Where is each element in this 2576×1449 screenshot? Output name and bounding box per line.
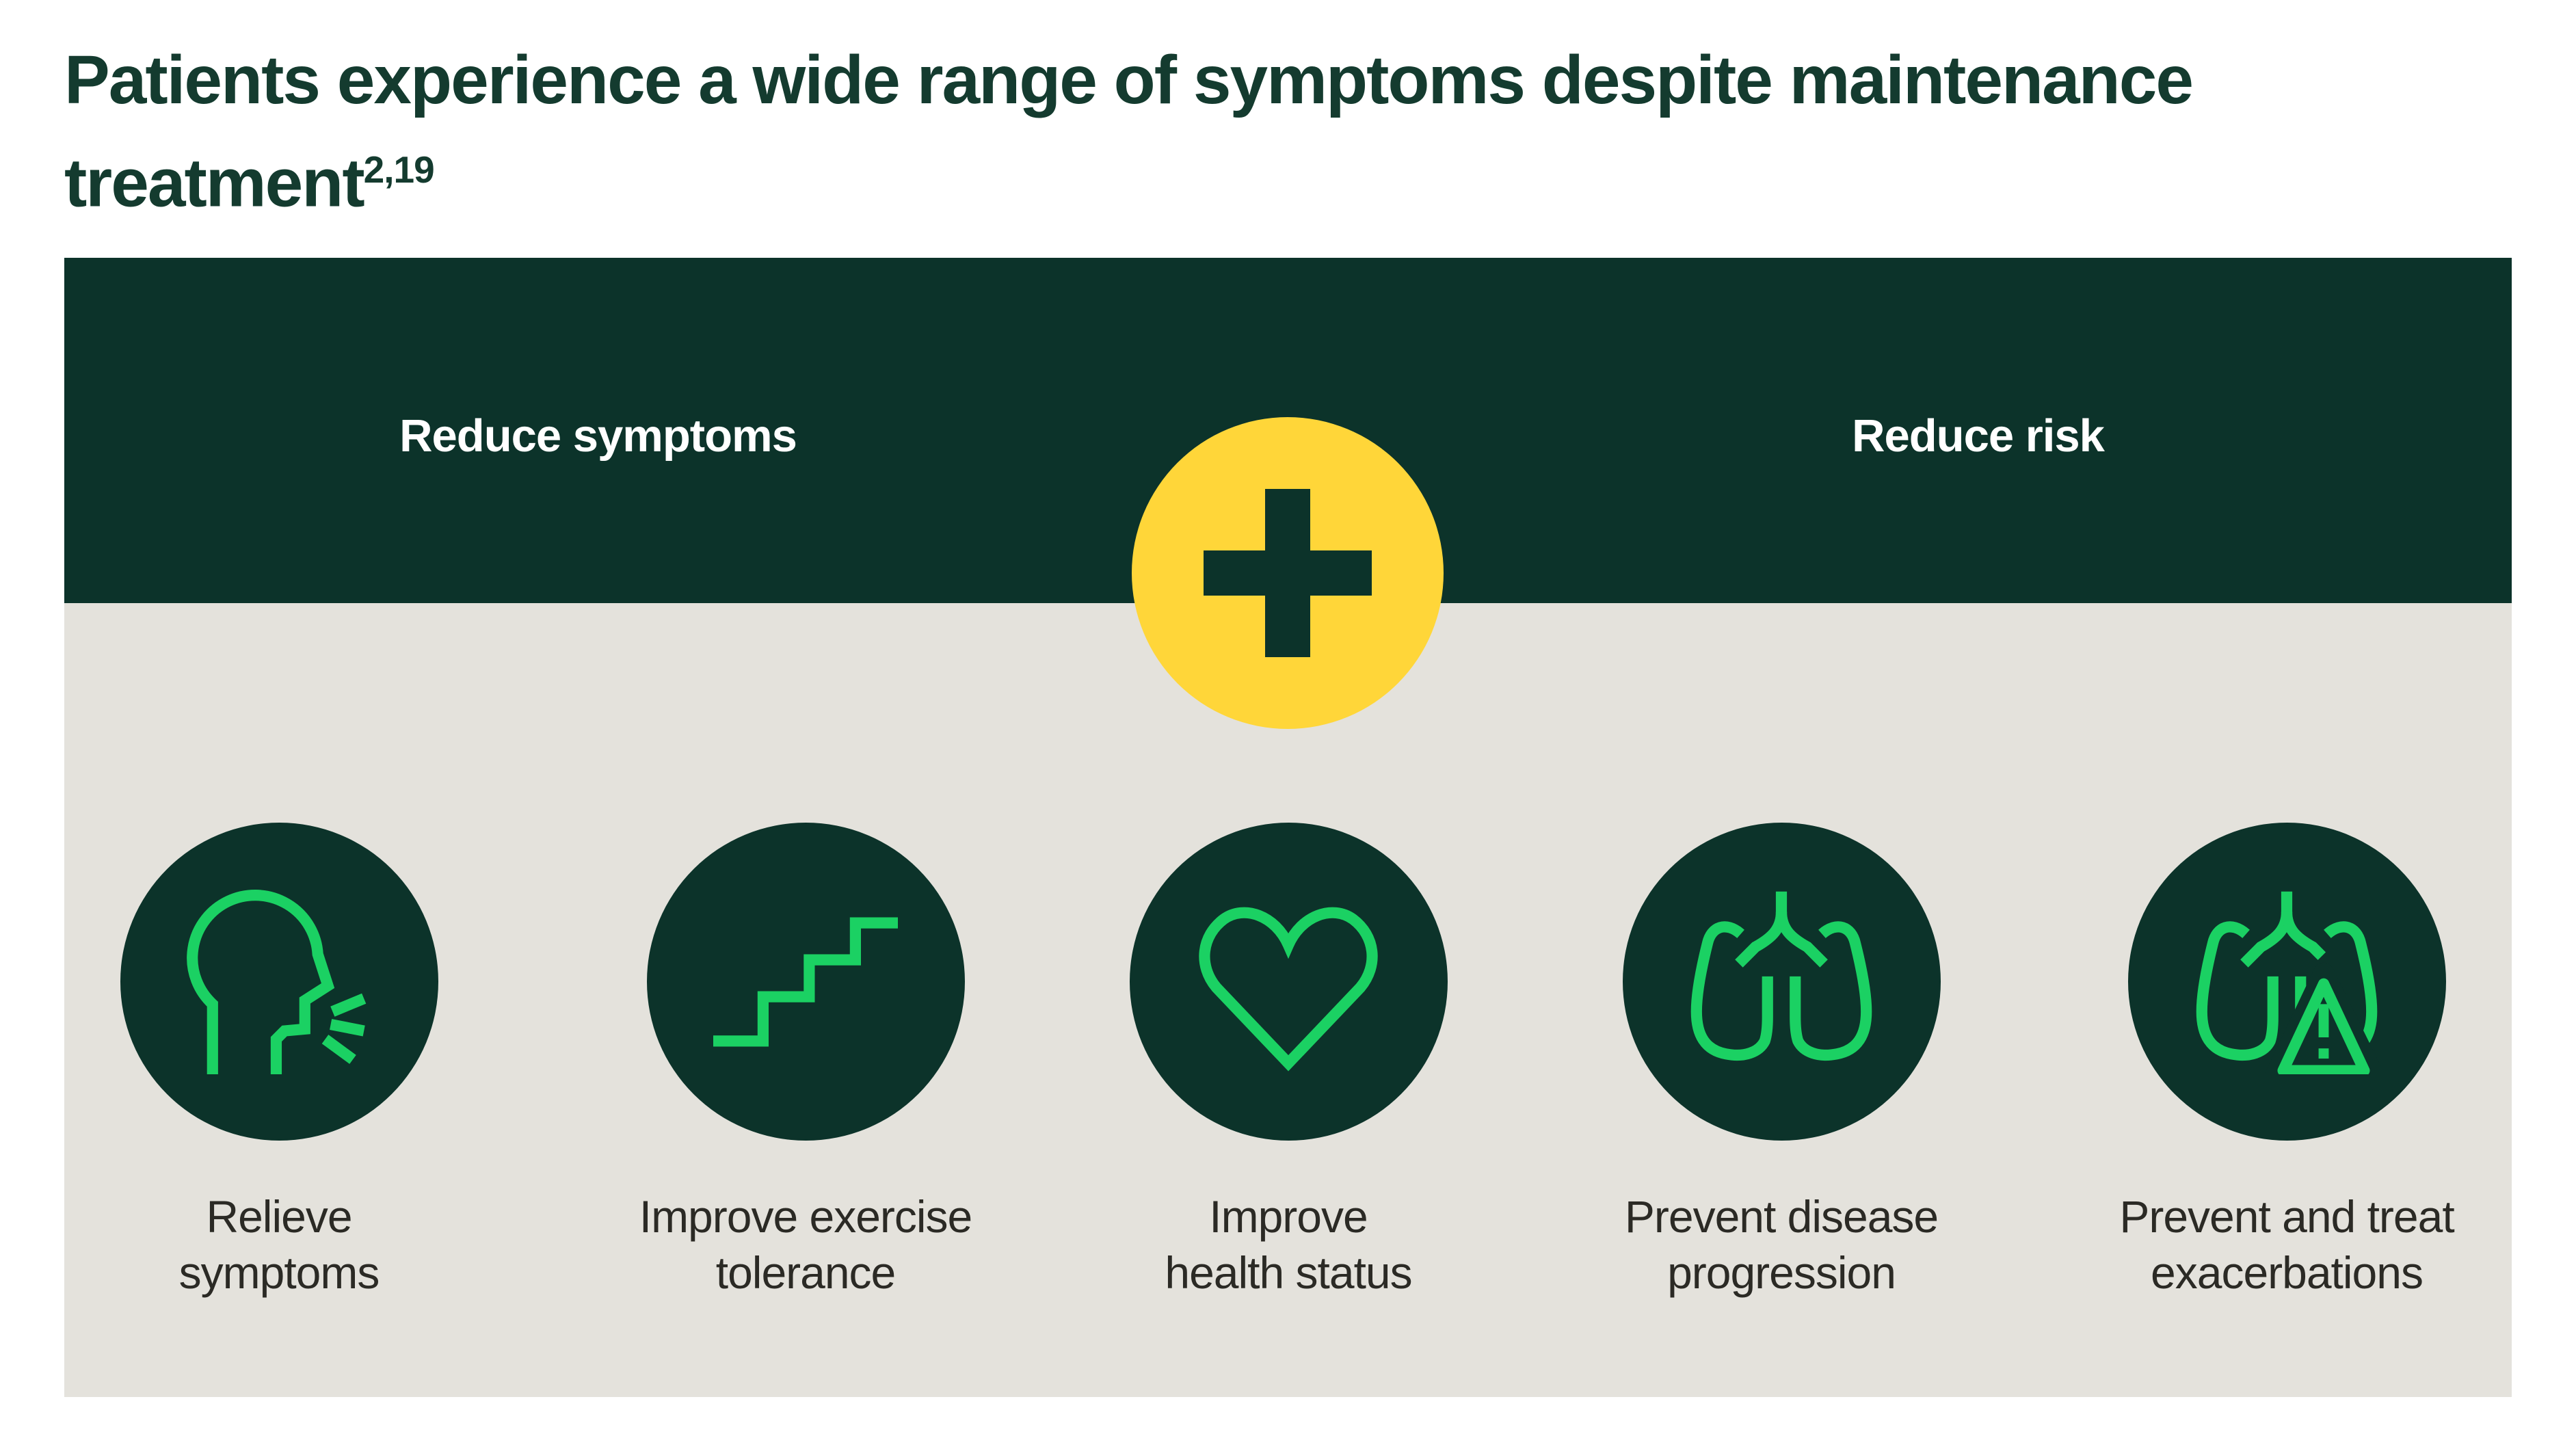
goal-improve-exercise-tolerance: Improve exercise tolerance xyxy=(587,823,1024,1301)
goal-prevent-treat-exacerbations: Prevent and treat exacerbations xyxy=(2068,823,2506,1301)
goal-label: Prevent and treat exacerbations xyxy=(2119,1191,2454,1298)
goal-label: Prevent disease progression xyxy=(1624,1191,1939,1298)
heart-icon xyxy=(1129,823,1448,1141)
goal-relieve-symptoms: Relieve symptoms xyxy=(60,823,498,1301)
reduce-risk-heading: Reduce risk xyxy=(1852,410,2105,462)
goal-improve-health-status: Improve health status xyxy=(1070,823,1507,1301)
goal-prevent-disease-progression: Prevent disease progression xyxy=(1563,823,2000,1301)
goal-label: Improve health status xyxy=(1165,1191,1412,1298)
page-title-reference-superscript: 2,19 xyxy=(363,148,435,191)
goal-label: Relieve symptoms xyxy=(178,1191,380,1298)
stairs-icon xyxy=(646,823,965,1141)
page-title: Patients experience a wide range of symp… xyxy=(64,36,2362,228)
plus-icon-vertical-bar xyxy=(1265,489,1310,657)
page-title-text: Patients experience a wide range of symp… xyxy=(64,42,2194,222)
plus-icon xyxy=(1132,417,1444,729)
goal-label: Improve exercise tolerance xyxy=(639,1191,973,1298)
treatment-goals-panel: Reduce symptoms Reduce risk Relieve symp… xyxy=(64,258,2512,1397)
coughing-person-icon xyxy=(120,823,438,1141)
lungs-warning-icon xyxy=(2127,823,2446,1141)
reduce-symptoms-heading: Reduce symptoms xyxy=(399,410,797,462)
lungs-icon xyxy=(1622,823,1941,1141)
